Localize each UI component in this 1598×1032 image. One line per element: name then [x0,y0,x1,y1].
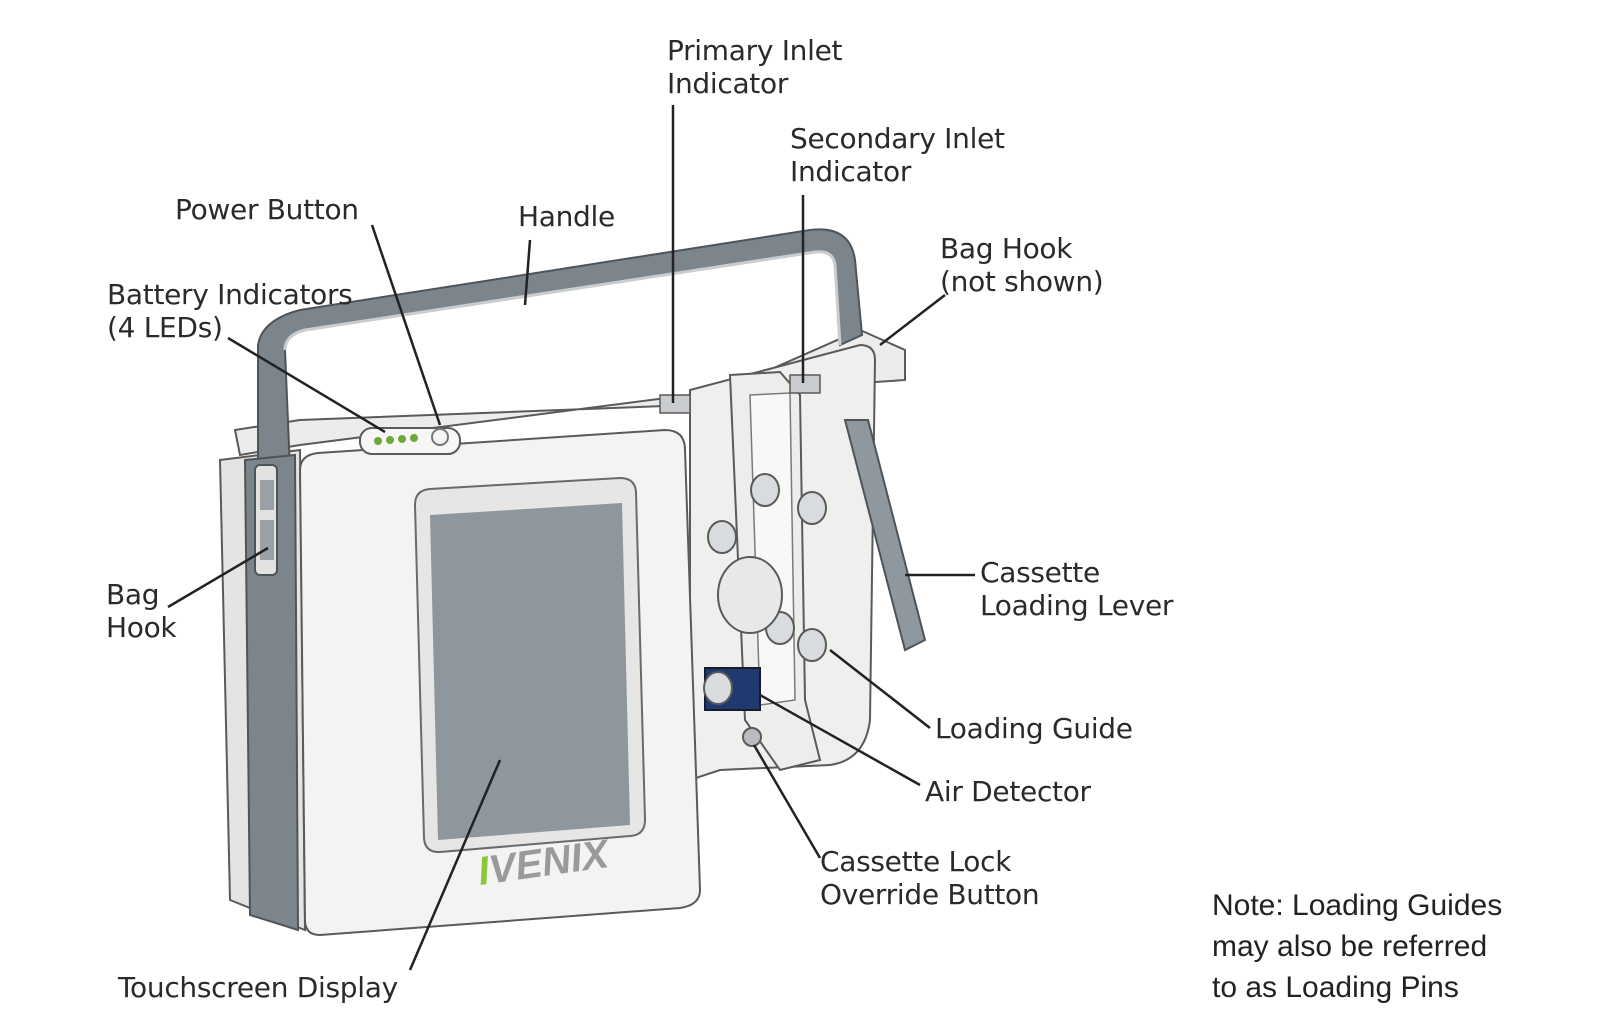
label-touchscreen-display: Touchscreen Display [118,971,398,1004]
label-bag-hook-right-line1: Bag Hook [940,232,1073,265]
label-cassette-loading-lever: Cassette Loading Lever [980,556,1173,622]
label-air-detector-line1: Air Detector [925,775,1091,808]
label-cassette-lock-line2: Override Button [820,878,1040,911]
left-bag-hook-slot-bottom [260,520,274,560]
label-loading-guide-line1: Loading Guide [935,712,1133,745]
label-primary-inlet: Primary Inlet Indicator [667,34,843,100]
leader-power-button [370,224,442,426]
left-bag-hook-slot-top [260,480,274,510]
label-handle: Handle [518,200,615,233]
label-battery-indicators-line2: (4 LEDs) [107,311,223,344]
top-control-panel [359,427,461,455]
label-battery-indicators-line1: Battery Indicators [107,278,353,311]
label-cassette-lock: Cassette Lock Override Button [820,845,1040,911]
loading-pin-3 [707,520,737,554]
leader-handle [523,239,532,306]
note-line-2: may also be referred [1212,930,1488,963]
leader-lines [167,105,975,971]
label-touchscreen-display-line1: Touchscreen Display [118,971,398,1004]
label-battery-indicators: Battery Indicators (4 LEDs) [107,278,353,344]
label-bag-hook-left: Bag Hook [106,578,177,644]
label-power-button: Power Button [175,193,359,226]
primary-inlet-graphic [659,394,691,414]
label-secondary-inlet-line1: Secondary Inlet [790,122,1005,155]
label-bag-hook-left-line2: Hook [106,611,177,644]
power-button-graphic [431,428,449,446]
loading-pin-5 [797,628,827,662]
battery-led-1 [374,437,382,445]
battery-led-3 [398,435,406,443]
note-line-3: to as Loading Pins [1212,971,1459,1004]
label-cassette-loading-lever-line2: Loading Lever [980,589,1174,622]
secondary-inlet-graphic [789,374,821,394]
handle-inner-edge [283,250,842,351]
touchscreen-graphic [430,503,630,840]
cassette-window [717,556,783,634]
note-line-1: Note: Loading Guides [1212,889,1503,922]
note-text: Note: Loading Guides may also be referre… [1212,885,1502,1008]
cassette-lock-graphic [742,727,762,747]
loading-pin-1 [750,473,780,507]
loading-lever-graphic [843,419,927,652]
leader-bag-hook-left [167,546,269,609]
leader-battery [227,336,386,434]
label-cassette-loading-lever-line1: Cassette [980,556,1100,589]
air-detector-pin [703,671,733,705]
leader-air-detector [759,693,921,787]
label-bag-hook-right-line2: (not shown) [940,265,1104,298]
leader-bag-hook-right [879,294,946,346]
leader-cassette-lock [752,744,822,859]
label-secondary-inlet-line2: Indicator [790,155,912,188]
label-bag-hook-left-line1: Bag [106,578,160,611]
battery-led-2 [386,436,394,444]
label-cassette-lock-line1: Cassette Lock [820,845,1012,878]
label-handle-line1: Handle [518,200,615,233]
label-primary-inlet-line1: Primary Inlet [667,34,843,67]
label-loading-guide: Loading Guide [935,712,1133,745]
battery-led-4 [410,434,418,442]
leader-touchscreen [408,759,502,971]
label-power-button-line1: Power Button [175,193,359,226]
label-air-detector: Air Detector [925,775,1091,808]
loading-pin-2 [797,491,827,525]
leader-loading-guide [829,649,931,729]
label-primary-inlet-line2: Indicator [667,67,789,100]
label-bag-hook-right: Bag Hook (not shown) [940,232,1104,298]
label-secondary-inlet: Secondary Inlet Indicator [790,122,1005,188]
